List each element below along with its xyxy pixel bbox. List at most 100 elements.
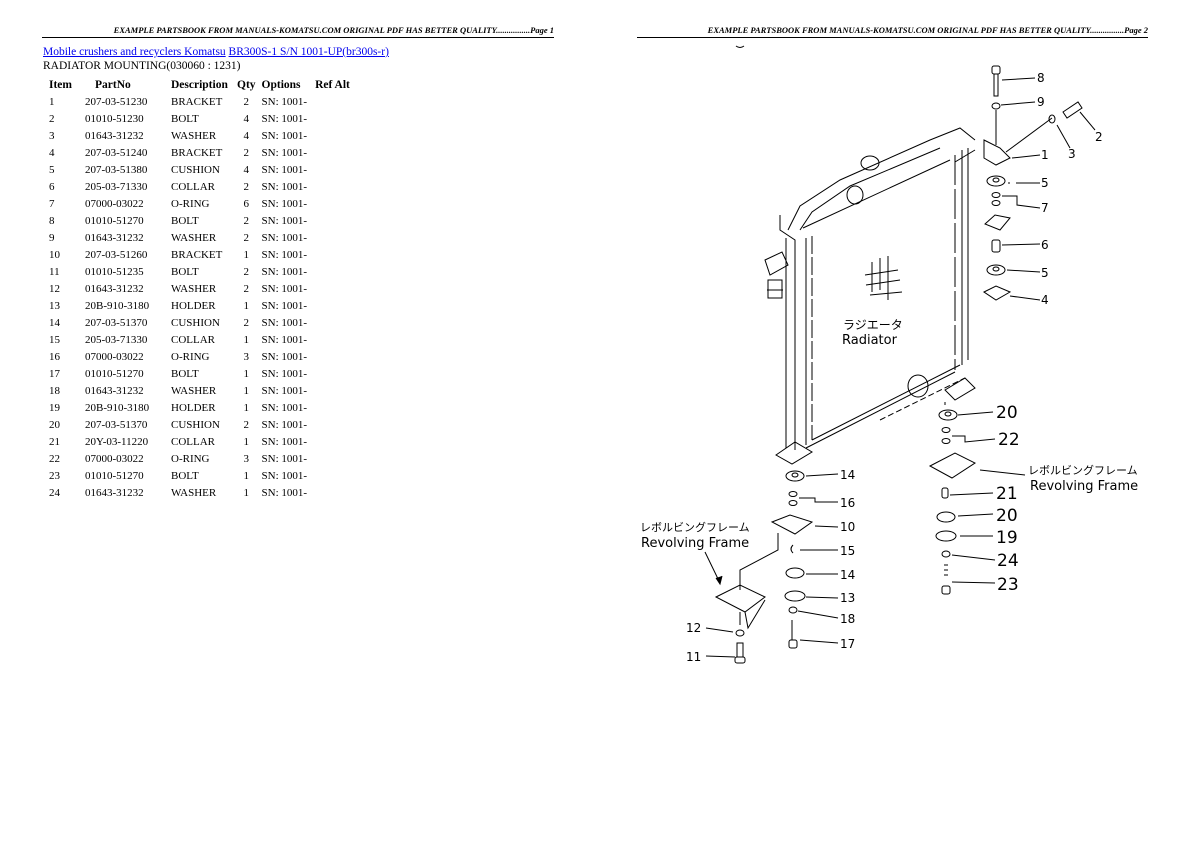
qty-cell: 2	[243, 231, 250, 244]
qty-cell: 6	[243, 197, 250, 210]
item-cell: 21	[49, 435, 60, 448]
qty-cell: 4	[243, 163, 250, 176]
ref-alt-cell	[311, 348, 354, 365]
section-title: RADIATOR MOUNTING(030060 : 1231)	[43, 60, 241, 72]
item-cell: 3	[49, 129, 55, 142]
item-cell: 10	[49, 248, 60, 261]
callout-20b: 20	[996, 506, 1018, 526]
partno-cell: 01643-31232	[85, 282, 144, 295]
ref-alt-cell	[311, 110, 354, 127]
options-cell: SN: 1001-	[261, 214, 308, 227]
header-item: Item	[49, 78, 72, 91]
item-cell: 13	[49, 299, 60, 312]
callout-24: 24	[997, 551, 1019, 571]
item-cell: 7	[49, 197, 55, 210]
page-2-header: EXAMPLE PARTSBOOK FROM MANUALS-KOMATSU.C…	[637, 25, 1148, 38]
ref-alt-cell	[311, 314, 354, 331]
options-cell: SN: 1001-	[261, 265, 308, 278]
ref-alt-cell	[311, 144, 354, 161]
description-cell: HOLDER	[171, 401, 216, 414]
qty-cell: 1	[243, 384, 250, 397]
item-cell: 22	[49, 452, 60, 465]
qty-cell: 2	[243, 316, 250, 329]
ref-alt-cell	[311, 178, 354, 195]
options-cell: SN: 1001-	[261, 367, 308, 380]
partno-cell: 01010-51230	[85, 112, 144, 125]
qty-cell: 1	[243, 248, 250, 261]
partno-cell: 207-03-51240	[85, 146, 148, 159]
ref-alt-cell	[311, 484, 354, 501]
ref-alt-cell	[311, 195, 354, 212]
qty-cell: 4	[243, 129, 250, 142]
callout-11: 11	[686, 650, 701, 664]
description-cell: BOLT	[171, 112, 199, 125]
callout-23: 23	[997, 575, 1019, 595]
description-cell: CUSHION	[171, 418, 220, 431]
description-cell: O-RING	[171, 452, 210, 465]
callout-16: 16	[840, 496, 855, 510]
ref-alt-cell	[311, 161, 354, 178]
breadcrumb-link-model[interactable]: BR300S-1 S/N 1001-UP(br300s-r)	[228, 46, 389, 58]
description-cell: WASHER	[171, 384, 217, 397]
description-cell: WASHER	[171, 486, 217, 499]
partno-cell: 205-03-71330	[85, 333, 148, 346]
description-cell: BOLT	[171, 367, 199, 380]
options-cell: SN: 1001-	[261, 282, 308, 295]
item-cell: 15	[49, 333, 60, 346]
exploded-parts-diagram: 8 9 2 3 1 5 7 6 5 4 14 16 10 15 14 13 18…	[600, 40, 1190, 680]
callout-15: 15	[840, 544, 855, 558]
qty-cell: 1	[243, 367, 250, 380]
callout-6: 6	[1041, 238, 1049, 252]
partno-cell: 207-03-51380	[85, 163, 148, 176]
page-1-header: EXAMPLE PARTSBOOK FROM MANUALS-KOMATSU.C…	[42, 25, 554, 38]
frame-label-jp-right: レボルビングフレーム	[1028, 463, 1138, 477]
partno-cell: 01010-51270	[85, 469, 144, 482]
item-cell: 20	[49, 418, 60, 431]
callout-3: 3	[1068, 147, 1076, 161]
callout-22: 22	[998, 430, 1020, 450]
breadcrumb-link-category[interactable]: Mobile crushers and recyclers Komatsu	[43, 46, 226, 58]
item-cell: 1	[49, 95, 55, 108]
options-cell: SN: 1001-	[261, 180, 308, 193]
item-cell: 4	[49, 146, 55, 159]
item-cell: 6	[49, 180, 55, 193]
radiator-label-jp: ラジエータ	[843, 318, 903, 332]
ref-alt-cell	[311, 365, 354, 382]
ref-alt-cell	[311, 467, 354, 484]
header-partno: PartNo	[95, 78, 131, 91]
qty-cell: 2	[243, 95, 250, 108]
callout-14b: 14	[840, 568, 855, 582]
callout-5a: 5	[1041, 176, 1049, 190]
qty-cell: 3	[243, 350, 250, 363]
callout-4: 4	[1041, 293, 1049, 307]
qty-cell: 2	[243, 265, 250, 278]
header-description: Description	[171, 78, 228, 91]
parts-table: Item PartNo Description Qty Options Ref …	[45, 76, 354, 501]
callout-19: 19	[996, 528, 1018, 548]
partno-cell: 07000-03022	[85, 197, 144, 210]
qty-cell: 2	[243, 282, 250, 295]
qty-cell: 1	[243, 435, 250, 448]
item-cell: 23	[49, 469, 60, 482]
ref-alt-cell	[311, 382, 354, 399]
options-cell: SN: 1001-	[261, 452, 308, 465]
partno-cell: 20Y-03-11220	[85, 435, 149, 448]
ref-alt-cell	[311, 399, 354, 416]
header-options: Options	[261, 78, 301, 91]
options-cell: SN: 1001-	[261, 418, 308, 431]
description-cell: BRACKET	[171, 146, 223, 159]
radiator-mounting-illustration: 8 9 2 3 1 5 7 6 5 4 14 16 10 15 14 13 18…	[640, 45, 1138, 664]
